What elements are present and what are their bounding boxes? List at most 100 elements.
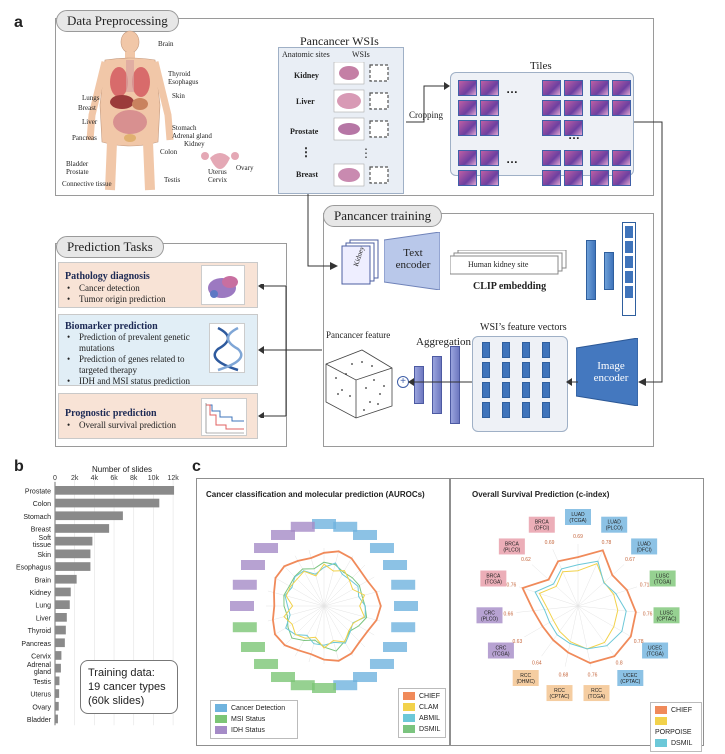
tile-image — [564, 150, 583, 166]
text-encoder-label: Text encoder — [395, 247, 431, 271]
y-tick-label: Lung — [35, 603, 51, 610]
radar-axis-label-box — [601, 516, 628, 533]
radar-axis-label: (CPTAC) — [657, 616, 677, 622]
tile-image — [458, 80, 477, 96]
radar-axis-label: (TCGA) — [588, 694, 606, 700]
bar — [55, 651, 62, 660]
organ-label-brain: Brain — [158, 40, 174, 48]
radar-axis-label: (TCGA) — [569, 518, 587, 524]
radar-spoke — [323, 605, 381, 622]
x-tick-label: 12k — [167, 475, 179, 482]
radar-axis-label-box — [512, 670, 539, 687]
radar-axis-label: (TCGA) — [485, 579, 503, 585]
pathology-thumbnail — [201, 265, 245, 305]
radar-axis-label-box — [642, 642, 669, 659]
radar-axis-label: (DFCI) — [637, 547, 652, 553]
panel-b-letter: b — [14, 458, 24, 475]
radar-axis-label-box — [565, 509, 591, 525]
clip-embedding-label: CLIP embedding — [473, 281, 547, 292]
radar-axis-label-box — [230, 601, 254, 611]
wsi-feature-vectors-label: WSI’s feature vectors — [480, 322, 567, 333]
y-tick-label: Cervix — [31, 653, 51, 660]
radar-axis-label: RCC — [554, 688, 565, 694]
radar-spoke — [531, 564, 579, 607]
radar-axis-label: (DHMC) — [517, 679, 536, 685]
radar-value-label: 0.8 — [616, 661, 623, 667]
radar-axis-label: LUSC — [656, 573, 670, 579]
tile-image — [612, 80, 631, 96]
classification-radar-title: Cancer classification and molecular pred… — [206, 490, 425, 499]
feature-vector-cell — [502, 362, 510, 378]
bar — [55, 498, 160, 508]
radar-axis-label-box — [476, 607, 503, 624]
organ-label-adrenal-gland: Adrenal gland — [172, 132, 212, 140]
tile-image — [542, 120, 561, 136]
radar-axis-label-box — [232, 622, 257, 633]
radar-value-label: 0.76 — [588, 672, 598, 678]
tile-image — [542, 100, 561, 116]
tile-image — [480, 170, 499, 186]
radar-axis-label: CRC — [484, 610, 495, 616]
tile-image — [590, 150, 609, 166]
y-tick-label: Bladder — [27, 717, 52, 724]
tiles-ellipsis: … — [506, 152, 518, 166]
radar-spoke — [282, 605, 325, 648]
radar-axis-label-box — [290, 521, 315, 532]
x-tick-label: 4k — [91, 475, 99, 482]
y-tick-label: tissue — [33, 542, 51, 549]
tile-image — [542, 170, 561, 186]
survival-curve-thumbnail — [201, 398, 247, 436]
y-tick-label: Esophagus — [16, 565, 52, 572]
radar-spoke — [577, 605, 640, 613]
radar-spoke — [323, 605, 340, 663]
bar — [55, 638, 65, 648]
radar-spoke — [294, 555, 325, 607]
cropping-label: Cropping — [409, 110, 444, 120]
radar-spoke — [273, 605, 325, 636]
radar-axis-label-box — [528, 516, 555, 533]
feature-vector-cell — [542, 342, 550, 358]
radar-axis-label: RCC — [591, 688, 602, 694]
radar-axis-label-box — [290, 680, 315, 691]
x-tick-label: 6k — [110, 475, 118, 482]
training-data-line2: 19 cancer types — [88, 681, 166, 693]
radar-axis-label-box — [232, 579, 257, 590]
tile-image — [564, 170, 583, 186]
bar — [55, 486, 175, 495]
legend-msi-status: MSI Status — [215, 714, 293, 725]
pancancer-feature-cube — [322, 344, 396, 420]
task-title-prognostic: Prognostic prediction — [65, 408, 157, 419]
radar-axis-label-box — [394, 601, 418, 611]
tiles-ellipsis: … — [506, 82, 518, 96]
vectors-to-aggregation-arrow — [408, 372, 478, 392]
organ-label-thyroid: Thyroid — [168, 70, 191, 78]
radar-spoke — [308, 549, 325, 607]
radar-series-line — [284, 562, 366, 646]
radar-axis-label-box — [240, 560, 265, 570]
tile-image — [480, 150, 499, 166]
radar-axis-label-box — [498, 538, 525, 555]
radar-value-label: 0.64 — [532, 661, 542, 667]
image-encoder-label: Image encoder — [593, 360, 629, 384]
radar-value-label: 0.66 — [504, 611, 514, 617]
legend-chief: CHIEF — [403, 691, 441, 702]
wsi-site-liver: Liver — [296, 97, 315, 106]
radar-axis-label: (PLCO) — [503, 547, 520, 553]
radar-axis-label-box — [649, 570, 676, 587]
organ-label-breast: Breast — [78, 104, 96, 112]
radar-axis-label: (TCGA) — [654, 579, 672, 585]
organ-label-pancreas: Pancreas — [72, 134, 97, 142]
radar-spoke — [323, 605, 375, 636]
tile-image — [590, 170, 609, 186]
tile-image — [564, 120, 583, 136]
radar-axis-label: BRCA — [505, 541, 520, 547]
bar — [55, 549, 91, 559]
radar-series-line — [534, 560, 627, 650]
feature-vector-cell — [482, 362, 490, 378]
radar-spoke — [516, 605, 579, 613]
wsi-site-ellipsis: ⋮ — [300, 145, 312, 159]
svg-text:⋮: ⋮ — [360, 146, 372, 160]
right-legend-models: CHIEF PORPOISE DSMIL — [650, 702, 702, 752]
tiles-title: Tiles — [530, 60, 552, 72]
training-data-line3: (60k slides) — [88, 695, 145, 707]
